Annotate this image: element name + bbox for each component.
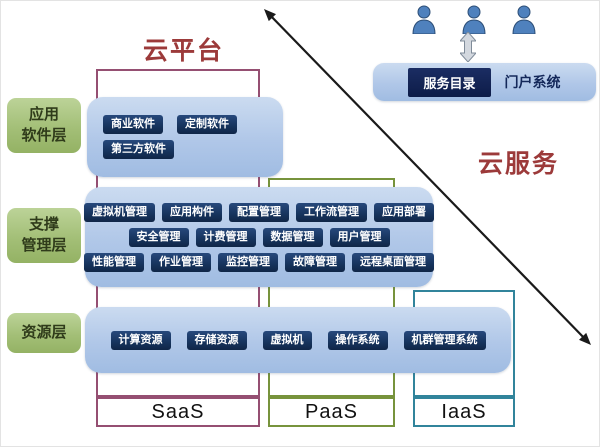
user-icon	[512, 5, 536, 34]
module-chip: 虚拟机	[262, 330, 312, 350]
application-layer-panel: 商业软件 定制软件 第三方软件	[87, 97, 283, 177]
module-chip: 计算资源	[110, 330, 171, 350]
layer-label-line: 应用	[28, 106, 59, 124]
title-cloud-platform: 云平台	[143, 37, 225, 65]
layer-label-line: 支撑	[28, 216, 59, 234]
module-chip: 应用部署	[374, 202, 434, 222]
user-icon	[462, 5, 486, 34]
paas-label: PaaS	[305, 400, 358, 423]
iaas-label: IaaS	[441, 400, 487, 423]
module-chip: 监控管理	[218, 252, 278, 272]
module-chip: 性能管理	[84, 252, 144, 272]
module-chip: 应用构件	[162, 202, 222, 222]
module-chip: 存储资源	[186, 330, 247, 350]
user-icons-group	[412, 5, 536, 34]
title-cloud-services: 云服务	[478, 150, 560, 178]
module-chip: 远程桌面管理	[352, 252, 434, 272]
saas-label-box: SaaS	[96, 397, 260, 427]
module-chip: 计费管理	[195, 227, 256, 247]
portal-system-label: 门户系统	[504, 74, 561, 90]
layer-label-line: 资源层	[21, 323, 67, 341]
module-chip: 作业管理	[151, 252, 211, 272]
module-chip: 机群管理系统	[403, 330, 486, 350]
module-chip: 配置管理	[229, 202, 289, 222]
resource-layer-panel: 计算资源 存储资源 虚拟机 操作系统 机群管理系统	[85, 307, 511, 373]
module-chip: 定制软件	[177, 115, 237, 134]
layer-label-support-management: 支撑 管理层	[7, 208, 81, 263]
layer-label-resource: 资源层	[7, 313, 81, 353]
paas-label-box: PaaS	[268, 397, 395, 427]
user-icon	[412, 5, 436, 34]
module-chip: 安全管理	[128, 227, 189, 247]
module-chip: 虚拟机管理	[84, 202, 155, 222]
module-chip: 故障管理	[285, 252, 345, 272]
service-catalog-button: 服务目录	[408, 67, 491, 97]
iaas-label-box: IaaS	[413, 397, 515, 427]
layer-label-line: 管理层	[21, 236, 67, 254]
saas-label: SaaS	[151, 400, 205, 423]
module-chip: 第三方软件	[103, 140, 174, 159]
module-chip: 数据管理	[262, 227, 323, 247]
support-layer-panel: 虚拟机管理 应用构件 配置管理 工作流管理 应用部署 安全管理 计费管理 数据管…	[84, 187, 434, 287]
up-down-arrow-icon	[460, 32, 476, 62]
module-chip: 工作流管理	[296, 202, 367, 222]
module-chip: 用户管理	[329, 227, 390, 247]
layer-label-line: 软件层	[21, 126, 67, 144]
module-chip: 操作系统	[327, 330, 388, 350]
module-chip: 商业软件	[103, 115, 163, 134]
layer-label-application-software: 应用 软件层	[7, 98, 81, 153]
portal-panel: 服务目录 门户系统	[373, 63, 596, 101]
